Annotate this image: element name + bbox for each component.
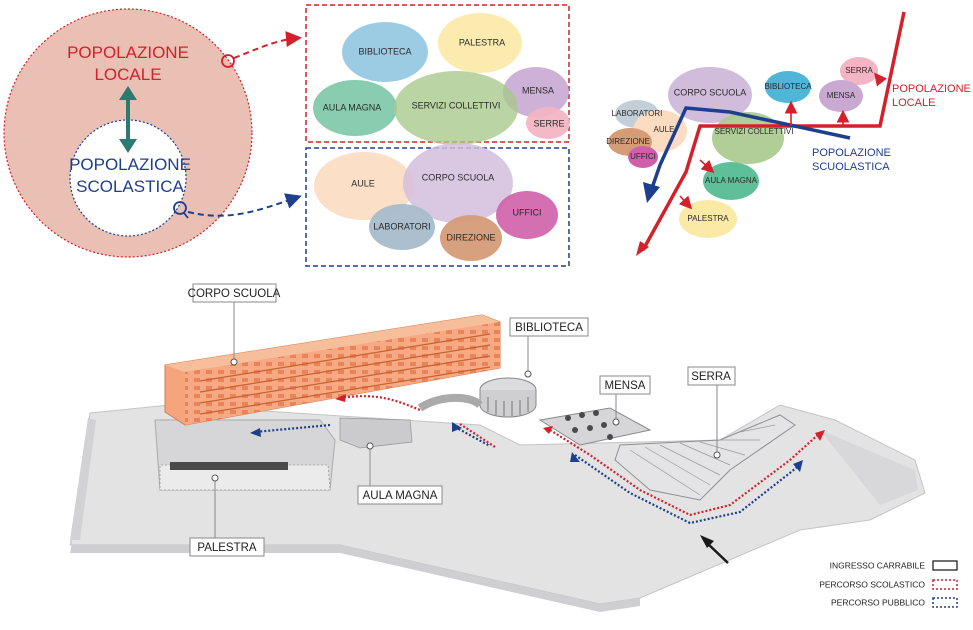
bubble-palestra <box>438 13 522 73</box>
bubble-serre <box>526 107 570 139</box>
net-aula-magna <box>703 162 759 200</box>
site-axonometric: CORPO SCUOLA BIBLIOTECA MENSA SERRA AULA… <box>69 283 926 612</box>
gym-windows <box>170 462 288 470</box>
public-path-line <box>641 11 906 251</box>
legend-scolastico-label: PERCORSO SCOLASTICO <box>819 579 925 589</box>
callout-biblioteca-label: BIBLIOTECA <box>515 322 583 334</box>
arrow-up-icon <box>119 86 137 100</box>
bubble-direzione-label: DIREZIONE <box>446 232 495 242</box>
local-to-services-arrow <box>233 31 302 59</box>
callout-biblioteca: BIBLIOTECA <box>509 317 589 378</box>
bubble-corpo-scuola-label: CORPO SCUOLA <box>422 172 495 182</box>
school-path-arrow-icon <box>643 182 660 203</box>
public-path-arrow-icon <box>636 241 649 256</box>
net-biblioteca-label: BIBLIOTECA <box>764 82 812 91</box>
legend-pubblico-icon <box>932 597 958 608</box>
corpo-scuola-windows <box>199 333 491 415</box>
net-uffici-label: UFFICI <box>630 152 656 161</box>
bubble-laboratori <box>369 204 435 250</box>
school-to-school-arrow <box>187 193 302 217</box>
bubble-aule-label: AULE <box>351 178 375 188</box>
bubble-uffici <box>496 191 558 239</box>
net-school-label-2: SCUOLASTICA <box>812 161 890 173</box>
legend-ingresso-label: INGRESSO CARRABILE <box>830 560 926 570</box>
aula-magna-block <box>339 417 413 449</box>
net-uffici <box>628 146 658 168</box>
legend-ingresso-icon <box>932 560 958 571</box>
net-serra-label: SERRA <box>845 66 873 75</box>
bubble-corpo-scuola <box>403 143 513 223</box>
bubble-direzione <box>440 215 502 261</box>
local-population-label-2: LOCALE <box>94 65 161 84</box>
vehicle-entrance-arrow-icon <box>700 535 714 548</box>
bubble-palestra-label: PALESTRA <box>459 37 505 47</box>
network-diagram: CORPO SCUOLA BIBLIOTECA SERRA MENSA LABO… <box>606 11 971 256</box>
callout-serra-label: SERRA <box>691 371 731 383</box>
school-population-label-2: SCOLASTICA <box>76 177 184 196</box>
bubble-biblioteca-label: BIBLIOTECA <box>358 46 411 56</box>
bubble-aula-magna-label: AULA MAGNA <box>323 102 382 112</box>
bubble-mensa <box>503 67 569 117</box>
legend-pubblico-label: PERCORSO PUBBLICO <box>831 597 925 607</box>
net-local-label-2: LOCALE <box>892 97 935 109</box>
net-mensa-label: MENSA <box>827 91 856 100</box>
callout-palestra: PALESTRA <box>189 474 265 557</box>
bubble-servizi-label: SERVIZI COLLETTIVI <box>412 100 501 110</box>
callout-mensa-label: MENSA <box>605 380 646 392</box>
callout-aula-magna-label: AULA MAGNA <box>363 490 438 502</box>
net-servizi-label: SERVIZI COLLETTIVI <box>715 127 794 136</box>
net-mensa <box>819 80 863 112</box>
local-population-label-1: POPOLAZIONE <box>67 43 189 62</box>
arrow-down-icon <box>119 139 137 153</box>
bubble-serre-label: SERRE <box>533 118 564 128</box>
net-biblioteca <box>765 71 811 103</box>
net-aule-label: AULE <box>654 125 675 134</box>
bubble-aule <box>314 152 414 220</box>
biblioteca-ramp <box>417 393 483 412</box>
services-box: BIBLIOTECA PALESTRA AULA MAGNA SERVIZI C… <box>305 4 570 145</box>
net-aula-magna-label: AULA MAGNA <box>705 176 758 185</box>
school-population-label-1: POPOLAZIONE <box>69 155 191 174</box>
bubble-biblioteca <box>342 22 428 82</box>
school-box: AULE CORPO SCUOLA LABORATORI DIREZIONE U… <box>305 143 570 267</box>
callout-mensa: MENSA <box>599 375 651 426</box>
bubble-laboratori-label: LABORATORI <box>373 221 430 231</box>
school-path-line <box>650 106 851 189</box>
net-palestra <box>679 200 737 238</box>
legend: INGRESSO CARRABILE PERCORSO SCOLASTICO P… <box>819 560 958 608</box>
local-connector-icon <box>221 54 235 68</box>
net-serra <box>840 57 878 85</box>
callout-corpo-scuola-label: CORPO SCUOLA <box>188 288 281 300</box>
bubble-mensa-label: MENSA <box>522 85 554 95</box>
legend-scolastico-icon <box>932 579 958 590</box>
school-path-dotted <box>339 395 821 517</box>
callout-palestra-label: PALESTRA <box>197 542 257 554</box>
callout-serra: SERRA <box>687 366 736 459</box>
callout-aula-magna: AULA MAGNA <box>357 442 443 505</box>
bubble-uffici-label: UFFICI <box>513 207 542 217</box>
bubble-servizi-collettivi <box>394 71 518 145</box>
vehicle-entrance-arrow <box>705 541 729 564</box>
callout-corpo-scuola: CORPO SCUOLA <box>188 283 281 366</box>
net-direzione-label: DIREZIONE <box>606 137 650 146</box>
net-laboratori-label: LABORATORI <box>612 109 663 118</box>
bubble-aula-magna <box>313 80 397 136</box>
population-diagram: POPOLAZIONE LOCALE POPOLAZIONE SCOLASTIC… <box>3 8 302 258</box>
public-path-dotted <box>254 423 801 525</box>
net-corpo-scuola-label: CORPO SCUOLA <box>674 87 747 97</box>
school-connector-icon <box>173 201 187 215</box>
net-local-label-1: POPOLAZIONE <box>892 83 971 95</box>
net-palestra-label: PALESTRA <box>687 214 729 223</box>
net-school-label-1: POPOLAZIONE <box>812 147 891 159</box>
